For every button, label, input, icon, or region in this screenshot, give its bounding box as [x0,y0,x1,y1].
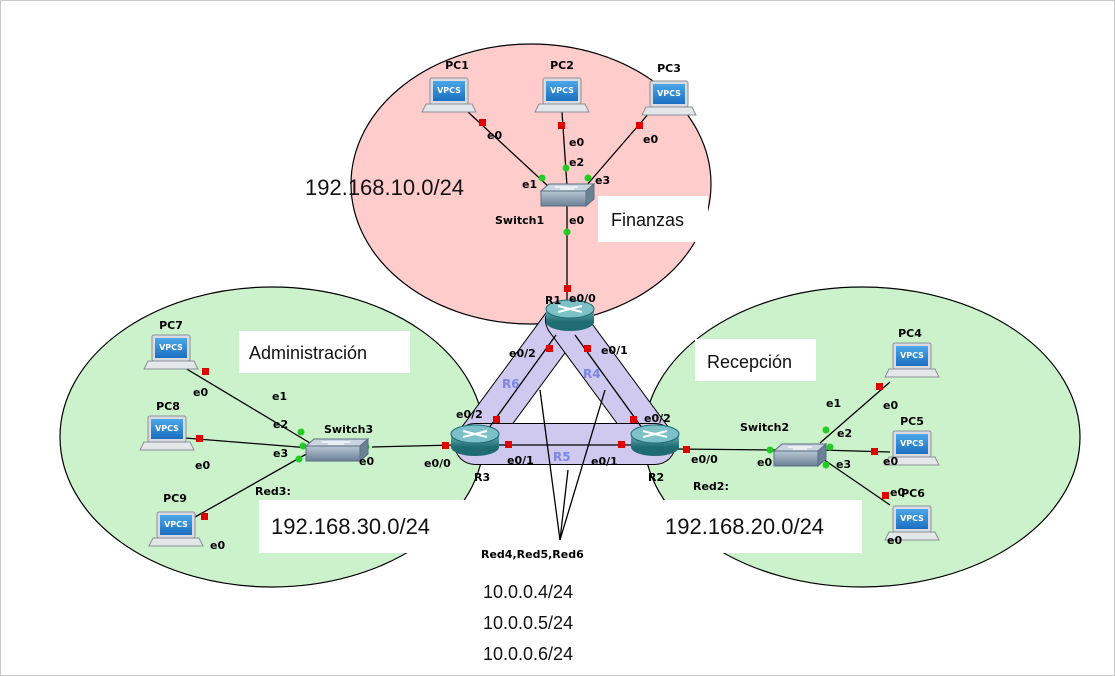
switch2[interactable] [772,442,828,468]
switch2-port-e0: e0 [757,456,772,469]
administracion-red-label: Red3: [255,485,291,498]
finanzas-name: Finanzas [611,210,684,230]
pc3-port: e0 [643,133,658,146]
finanzas-subnet: 192.168.10.0/24 [305,175,464,200]
r3-port-e01: e0/1 [507,454,534,467]
switch3-port-e3: e3 [273,447,288,460]
switch3-port-e0: e0 [359,455,374,468]
pc9-badge: VPCS [164,520,188,529]
link-r6-label: R6 [502,377,520,391]
pc6-port-bottom: e0 [887,534,902,547]
pc6-port: e0 [890,486,905,499]
administracion-subnet: 192.168.30.0/24 [271,514,430,539]
r1-port-e01: e0/1 [601,344,628,357]
pc6-icon[interactable]: VPCS [884,505,940,541]
interlink-subnet-2: 10.0.0.5/24 [483,613,573,633]
pc2-badge: VPCS [550,86,574,95]
pc9-port: e0 [210,539,225,552]
router-r3-label: R3 [474,471,490,484]
pc5-badge: VPCS [900,439,924,448]
pc2-label: PC2 [550,59,574,72]
pc5-label: PC5 [900,415,924,428]
switch2-port-e3: e3 [836,458,851,471]
recepcion-subnet: 192.168.20.0/24 [665,514,824,539]
pc3-label: PC3 [657,62,681,75]
switch3-label: Switch3 [324,423,373,436]
link-r5-label: R5 [553,450,571,464]
administracion-name-box [239,331,410,373]
pc1-label: PC1 [445,59,469,72]
interlink-subnet-1: 10.0.0.4/24 [483,582,573,602]
switch1-port-e0: e0 [569,214,584,227]
pc3-badge: VPCS [657,89,681,98]
router-r2-label: R2 [648,471,664,484]
recepcion-subnet-box [652,500,862,553]
recepcion-name-box [695,339,816,381]
pc1-badge: VPCS [437,86,461,95]
switch1[interactable] [539,182,596,208]
switch2-port-e2: e2 [837,427,852,440]
link-r6-band [456,301,584,461]
switch3-port-e1: e1 [272,390,287,403]
pc1-icon[interactable]: VPCS [421,77,477,113]
pc5-icon[interactable]: VPCS [884,430,940,466]
recepcion-red-label: Red2: [693,480,729,493]
pc3-icon[interactable]: VPCS [641,80,697,116]
switch1-port-e1: e1 [522,178,537,191]
pc7-icon[interactable]: VPCS [143,334,199,370]
pc6-label: PC6 [901,487,925,500]
r2-port-e00: e0/0 [691,453,718,466]
r1-port-e02: e0/2 [509,347,536,360]
pc4-port: e0 [883,399,898,412]
pc2-port: e0 [569,136,584,149]
finanzas-zone [350,43,712,325]
r2-port-e02: e0/2 [644,412,671,425]
router-r3[interactable] [450,424,500,456]
switch1-port-e2: e2 [569,156,584,169]
pc6-badge: VPCS [900,514,924,523]
pc8-badge: VPCS [155,424,179,433]
interlink-title: Red4,Red5,Red6 [481,548,584,561]
pc8-icon[interactable]: VPCS [139,415,195,451]
recepcion-name: Recepción [707,352,792,372]
finanzas-name-box [598,196,708,242]
pc4-label: PC4 [898,327,922,340]
pc1-port: e0 [487,129,502,142]
switch2-label: Switch2 [740,421,789,434]
router-r1[interactable] [545,299,595,331]
pc8-label: PC8 [156,400,180,413]
switch1-port-e3: e3 [595,174,610,187]
pc7-badge: VPCS [159,343,183,352]
pc9-label: PC9 [163,492,187,505]
interlink-subnet-3: 10.0.0.6/24 [483,644,573,664]
router-r1-label: R1 [545,294,561,307]
pc2-icon[interactable]: VPCS [534,77,590,113]
r1-port-e00: e0/0 [569,292,596,305]
pc9-icon[interactable]: VPCS [148,511,204,547]
r2-port-e01: e0/1 [591,455,618,468]
link-r4-label: R4 [583,367,601,381]
pc7-port: e0 [193,386,208,399]
r3-port-e00: e0/0 [424,457,451,470]
switch2-port-e1: e1 [826,397,841,410]
administracion-name: Administración [249,343,367,363]
router-r2[interactable] [630,424,680,456]
pc4-badge: VPCS [900,351,924,360]
link-r4-band [546,301,674,461]
switch3[interactable] [304,437,370,463]
switch3-port-e2: e2 [273,418,288,431]
pc7-label: PC7 [159,319,183,332]
r3-port-e02: e0/2 [456,408,483,421]
pc4-icon[interactable]: VPCS [884,342,940,378]
administracion-subnet-box [259,500,473,553]
pc5-port: e0 [883,455,898,468]
switch1-label: Switch1 [495,214,544,227]
pc8-port: e0 [195,459,210,472]
